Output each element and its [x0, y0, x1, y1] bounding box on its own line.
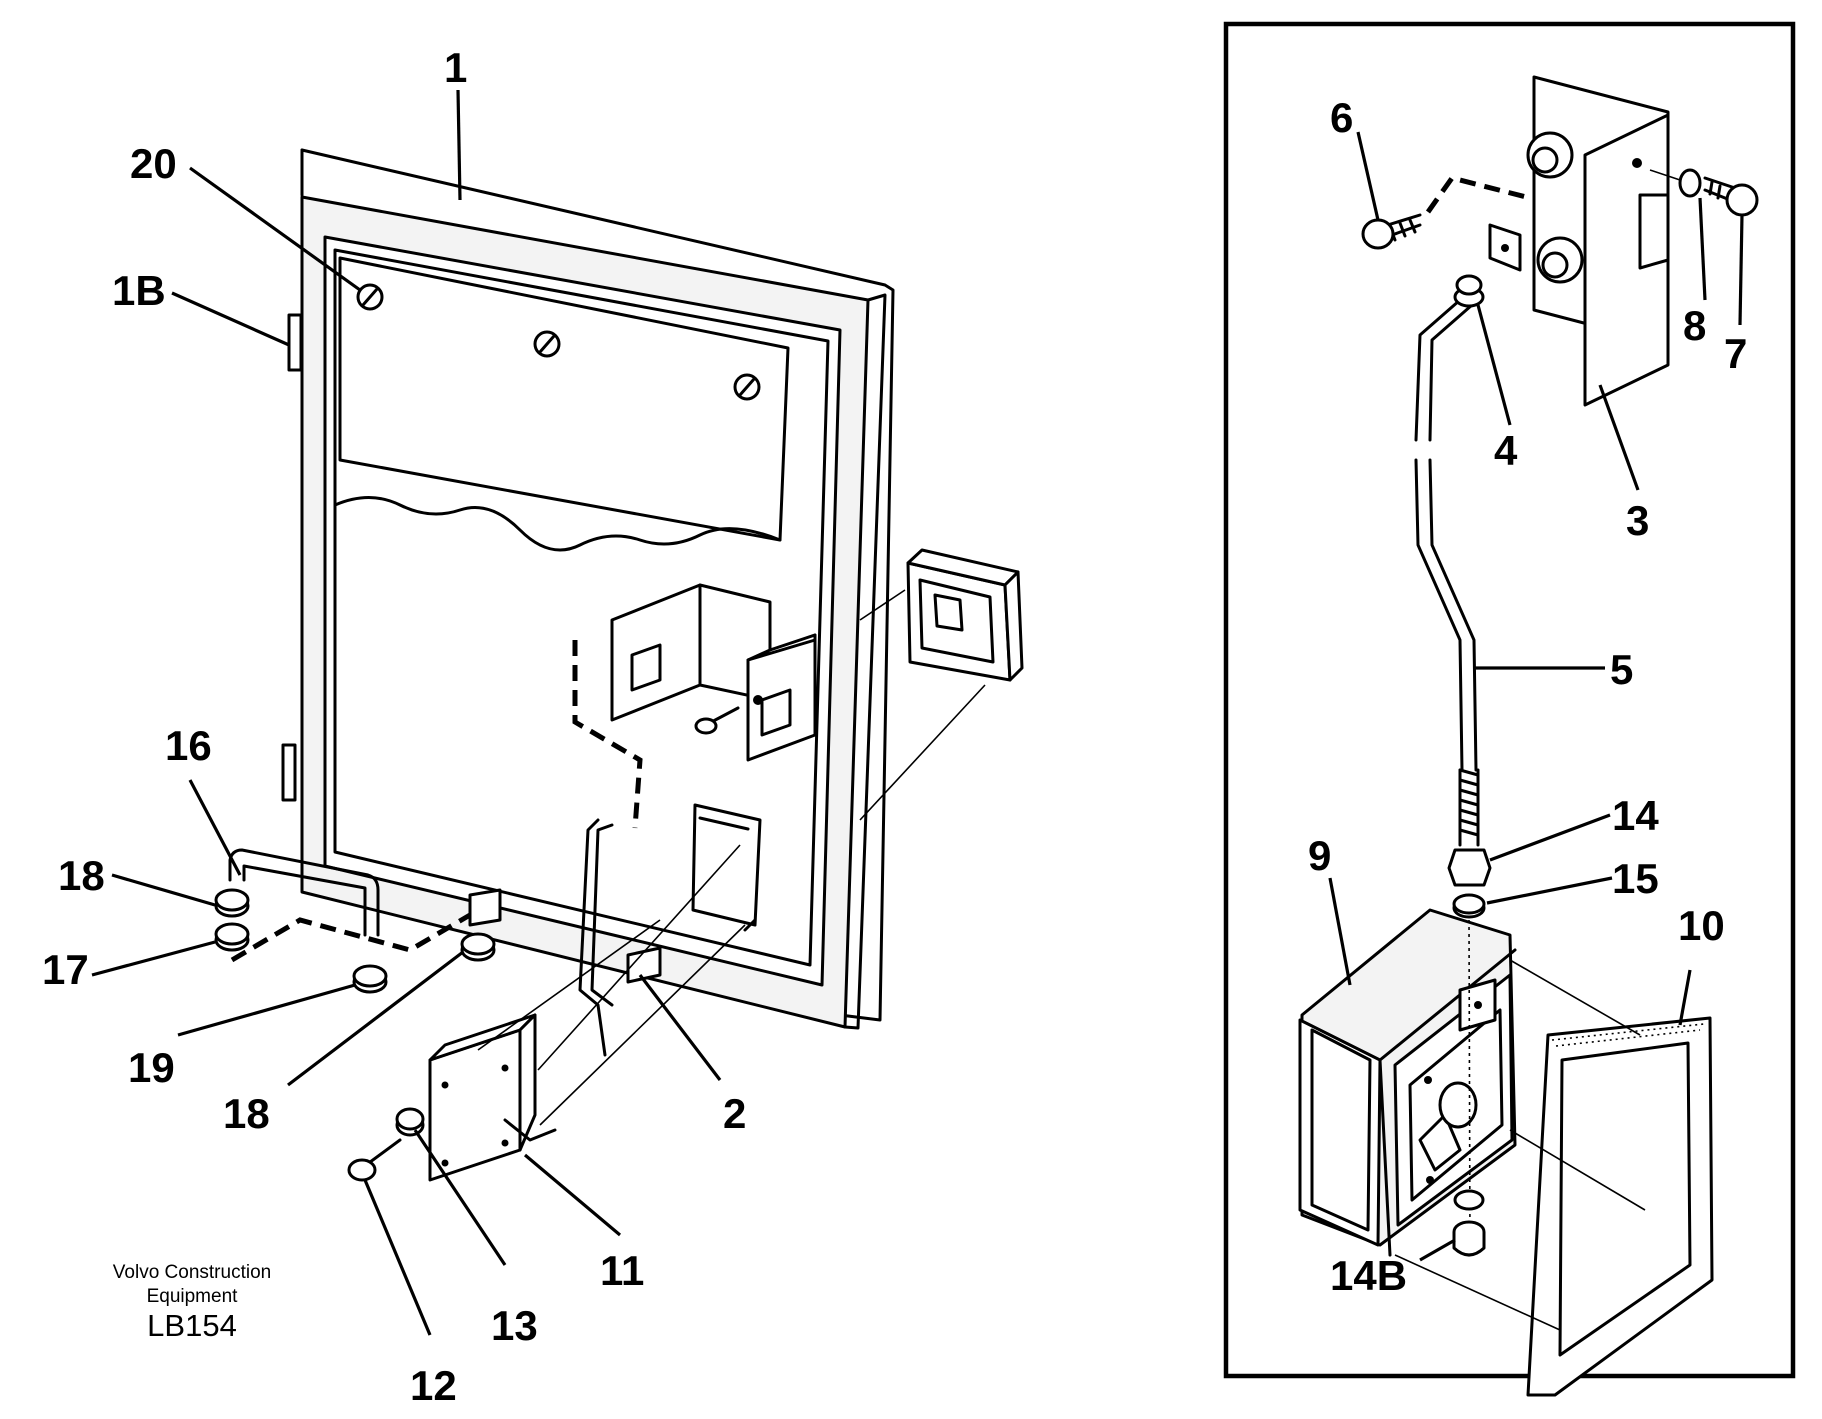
door-assembly — [214, 148, 1024, 1182]
label-6: 6 — [1330, 94, 1353, 141]
leader-lines — [91, 89, 1744, 1336]
label-14: 14 — [1612, 792, 1659, 839]
label-17: 17 — [42, 946, 89, 993]
label-10: 10 — [1678, 902, 1725, 949]
label-18-left: 18 — [58, 852, 105, 899]
label-8: 8 — [1683, 302, 1706, 349]
label-11: 11 — [600, 1247, 644, 1294]
lock-detail-panel — [1223, 21, 1796, 1397]
credit-line-1: Volvo Construction — [113, 1262, 271, 1283]
label-4: 4 — [1494, 427, 1518, 474]
label-1: 1 — [444, 44, 467, 91]
label-5: 5 — [1610, 646, 1633, 693]
label-7: 7 — [1724, 330, 1747, 377]
label-20: 20 — [130, 140, 177, 187]
label-1b: 1B — [112, 267, 166, 314]
label-19: 19 — [128, 1044, 175, 1091]
label-3: 3 — [1626, 497, 1649, 544]
label-12: 12 — [410, 1362, 457, 1409]
credit-block: Volvo Construction Equipment LB154 — [113, 1262, 271, 1343]
label-15: 15 — [1612, 855, 1659, 902]
credit-code: LB154 — [147, 1308, 237, 1343]
part-labels: 1 20 1B 16 18 17 19 18 2 11 13 12 6 8 7 … — [42, 44, 1747, 1409]
credit-line-2: Equipment — [147, 1286, 239, 1307]
label-16: 16 — [165, 722, 212, 769]
label-13: 13 — [491, 1302, 538, 1349]
label-2: 2 — [723, 1090, 746, 1137]
label-9: 9 — [1308, 832, 1331, 879]
label-14b: 14B — [1330, 1252, 1407, 1299]
label-18-lower: 18 — [223, 1090, 270, 1137]
